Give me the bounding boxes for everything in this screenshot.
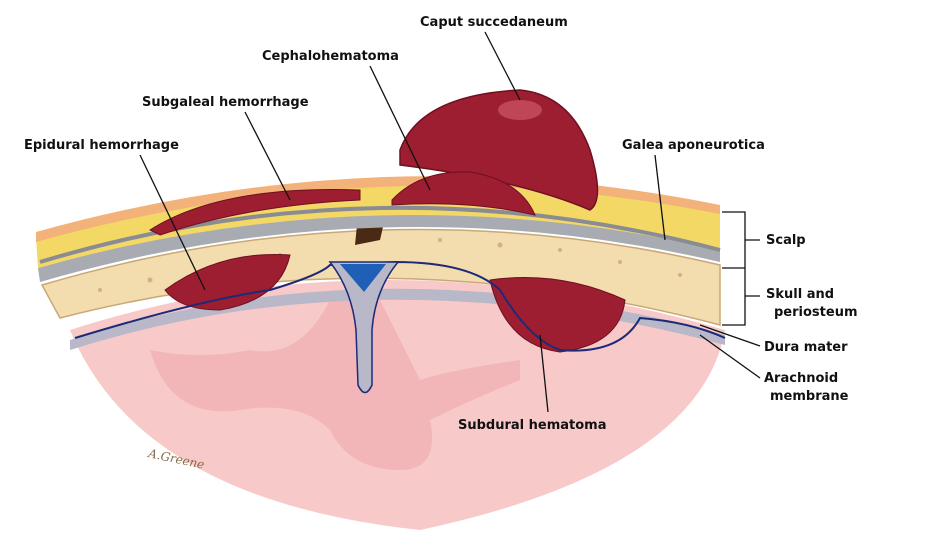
cephalohematoma xyxy=(391,171,536,216)
label-skull-line1: Skull and xyxy=(766,287,835,302)
caput-highlight xyxy=(498,100,542,120)
label-caput-succedaneum: Caput succedaneum xyxy=(420,15,568,30)
brain-gyri xyxy=(150,300,520,470)
label-subgaleal-hemorrhage: Subgaleal hemorrhage xyxy=(142,95,309,110)
label-arachnoid-line2: membrane xyxy=(770,389,849,404)
sagittal-sinus xyxy=(340,264,386,292)
subdural-hematoma xyxy=(489,277,626,353)
subgaleal-hemorrhage xyxy=(148,189,361,236)
label-galea-aponeurotica: Galea aponeurotica xyxy=(622,138,765,153)
label-skull-line2: periosteum xyxy=(774,305,858,320)
falx-cerebri xyxy=(328,261,400,394)
leader-lines xyxy=(139,31,761,413)
label-subdural-hematoma: Subdural hematoma xyxy=(458,418,607,433)
skin xyxy=(36,176,720,242)
label-cephalohematoma: Cephalohematoma xyxy=(262,49,399,64)
epidural-hemorrhage xyxy=(164,253,291,311)
label-arachnoid-line1: Arachnoid xyxy=(764,371,839,386)
label-scalp: Scalp xyxy=(766,233,806,248)
dura-mater xyxy=(74,260,726,352)
caput-succedaneum xyxy=(399,89,599,211)
galea-aponeurotica xyxy=(39,205,721,264)
label-dura-mater: Dura mater xyxy=(764,340,848,355)
periosteum xyxy=(38,214,720,282)
label-epidural-hemorrhage: Epidural hemorrhage xyxy=(24,138,179,153)
